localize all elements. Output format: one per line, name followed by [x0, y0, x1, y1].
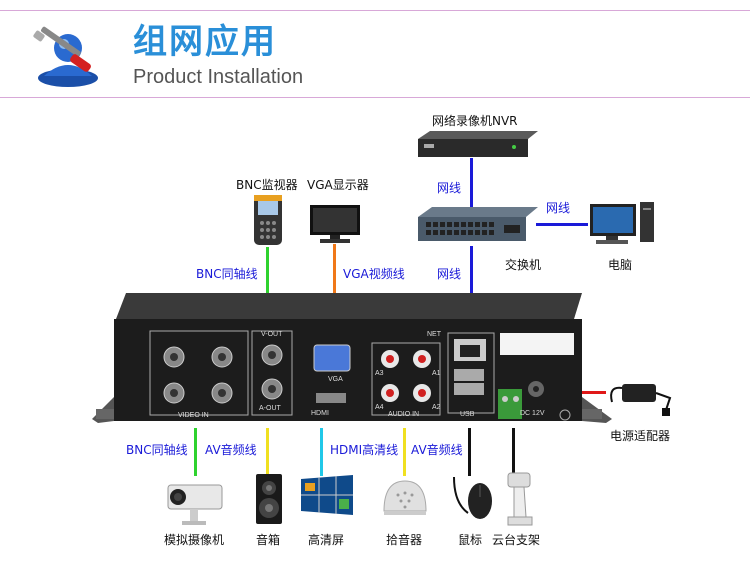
- panel-label-audio-in: AUDIO IN: [388, 411, 420, 418]
- label-computer: 电脑: [608, 258, 633, 272]
- label-analog-camera: 模拟摄像机: [164, 533, 225, 547]
- panel-label-a2: A2: [432, 404, 441, 411]
- label-hd-screen: 高清屏: [308, 533, 345, 547]
- label-pickup: 拾音器: [386, 533, 423, 547]
- bnc-monitor-line: [266, 247, 269, 321]
- hd-screen-device: [301, 475, 353, 515]
- page-title: 组网应用: [133, 22, 277, 62]
- panel-label-usb: USB: [460, 411, 475, 418]
- main-device-body: [92, 293, 612, 423]
- switch-device-line: [470, 246, 473, 320]
- cable-label-switch-device: 网线: [437, 267, 462, 281]
- bnc-camera-line: [194, 428, 197, 476]
- panel-label-net: NET: [427, 331, 441, 338]
- switch-device: [418, 207, 538, 241]
- cable-label-bnc-top: BNC同轴线: [196, 267, 258, 281]
- panel-label-hdmi: HDMI: [311, 410, 329, 417]
- tools-icon: [33, 26, 98, 87]
- page-subtitle: Product Installation: [133, 66, 304, 88]
- label-vga-display: VGA显示器: [307, 178, 369, 192]
- cable-label-nvr-switch: 网线: [437, 181, 462, 195]
- power-adapter-device: [610, 384, 672, 416]
- nvr-device: [418, 131, 538, 157]
- mouse-line: [468, 428, 471, 476]
- mouse-device: [453, 476, 492, 519]
- computer-device: [590, 202, 654, 244]
- ptz-line: [512, 428, 515, 476]
- panel-label-a1: A1: [432, 370, 441, 377]
- av-pickup-line: [403, 428, 406, 476]
- bnc-monitor-device: [254, 195, 282, 245]
- cable-label-bnc-bottom: BNC同轴线: [126, 443, 188, 457]
- panel-label-a-out: A-OUT: [259, 405, 281, 412]
- switch-pc-line: [536, 223, 588, 226]
- label-mouse: 鼠标: [458, 533, 483, 547]
- label-power-adapter: 电源适配器: [610, 429, 671, 443]
- cable-label-vga: VGA视频线: [343, 267, 405, 281]
- panel-label-vga: VGA: [328, 376, 343, 383]
- cable-label-hdmi: HDMI高清线: [330, 443, 399, 457]
- ptz-mount-device: [507, 472, 533, 526]
- panel-label-video-in: VIDEO IN: [178, 412, 209, 419]
- label-nvr: 网络录像机NVR: [432, 114, 518, 128]
- panel-label-dc: DC 12V: [520, 410, 545, 417]
- header-top-rule: [0, 10, 750, 11]
- panel-label-v-out: V-OUT: [261, 331, 283, 338]
- av-speaker-line: [266, 428, 269, 476]
- header-bottom-rule: [0, 97, 750, 98]
- speaker-device: [256, 474, 282, 524]
- panel-label-a4: A4: [375, 404, 384, 411]
- cable-label-av-right: AV音频线: [411, 443, 463, 457]
- cable-label-av-left: AV音频线: [205, 443, 257, 457]
- nvr-switch-line: [470, 158, 473, 208]
- label-ptz-mount: 云台支架: [492, 533, 541, 547]
- hdmi-line: [320, 428, 323, 476]
- analog-camera-device: [167, 484, 223, 525]
- label-switch: 交换机: [505, 258, 542, 272]
- panel-label-a3: A3: [375, 370, 384, 377]
- label-bnc-monitor: BNC监视器: [236, 178, 298, 192]
- label-speaker: 音箱: [256, 533, 281, 547]
- cable-label-switch-pc: 网线: [546, 201, 571, 215]
- vga-display-device: [310, 205, 360, 243]
- pickup-device: [383, 480, 427, 515]
